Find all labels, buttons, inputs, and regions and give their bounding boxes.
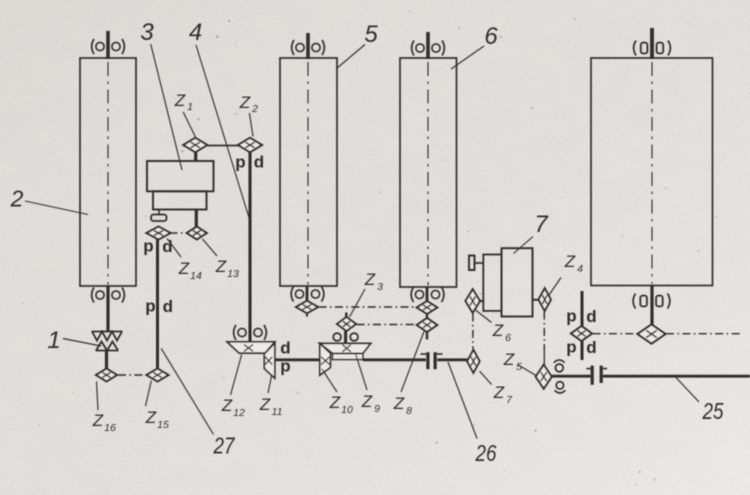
svg-text:Z: Z [361, 392, 373, 411]
svg-text:p: p [235, 153, 245, 172]
svg-text:16: 16 [104, 422, 116, 434]
svg-text:4: 4 [577, 263, 583, 275]
svg-text:Z: Z [221, 396, 233, 415]
svg-text:Z: Z [564, 252, 576, 271]
svg-text:1: 1 [47, 327, 60, 354]
svg-text:11: 11 [272, 406, 283, 418]
svg-text:Z: Z [329, 393, 341, 412]
svg-text:Z: Z [493, 383, 505, 402]
svg-text:p: p [145, 297, 155, 316]
svg-text:d: d [280, 339, 290, 358]
svg-text:d: d [586, 338, 596, 357]
svg-text:15: 15 [157, 419, 169, 431]
svg-text:Z: Z [239, 93, 251, 112]
svg-text:9: 9 [374, 403, 380, 415]
svg-text:7: 7 [534, 211, 549, 238]
svg-text:5: 5 [364, 21, 378, 48]
svg-text:d: d [254, 153, 264, 172]
svg-text:26: 26 [475, 441, 497, 466]
svg-text:p: p [143, 237, 153, 256]
svg-text:Z: Z [364, 270, 376, 289]
svg-text:Z: Z [259, 395, 271, 414]
svg-text:27: 27 [213, 434, 236, 459]
svg-text:2: 2 [251, 103, 258, 115]
svg-text:25: 25 [702, 399, 724, 424]
svg-text:Z: Z [92, 411, 104, 430]
svg-text:10: 10 [341, 404, 353, 416]
svg-text:d: d [163, 297, 173, 316]
svg-text:14: 14 [190, 270, 202, 282]
svg-text:6: 6 [505, 332, 511, 344]
svg-text:p: p [280, 357, 290, 376]
svg-text:Z: Z [174, 91, 186, 110]
svg-text:3: 3 [140, 19, 154, 46]
svg-text:Z: Z [503, 350, 515, 369]
svg-text:p: p [566, 338, 576, 357]
svg-text:3: 3 [377, 281, 383, 293]
svg-text:4: 4 [189, 19, 202, 46]
svg-text:5: 5 [516, 361, 522, 373]
svg-text:p: p [566, 307, 576, 326]
svg-text:Z: Z [393, 394, 405, 413]
svg-text:Z: Z [215, 257, 227, 276]
svg-text:Z: Z [492, 321, 504, 340]
svg-text:1: 1 [187, 101, 193, 113]
svg-text:6: 6 [484, 23, 498, 50]
svg-text:7: 7 [506, 394, 513, 406]
svg-text:d: d [586, 307, 596, 326]
svg-text:2: 2 [10, 186, 24, 212]
svg-text:d: d [162, 237, 172, 256]
svg-text:Z: Z [145, 408, 157, 427]
svg-text:13: 13 [227, 268, 239, 280]
svg-text:Z: Z [178, 259, 190, 278]
svg-text:8: 8 [406, 405, 412, 417]
svg-text:12: 12 [233, 407, 245, 419]
